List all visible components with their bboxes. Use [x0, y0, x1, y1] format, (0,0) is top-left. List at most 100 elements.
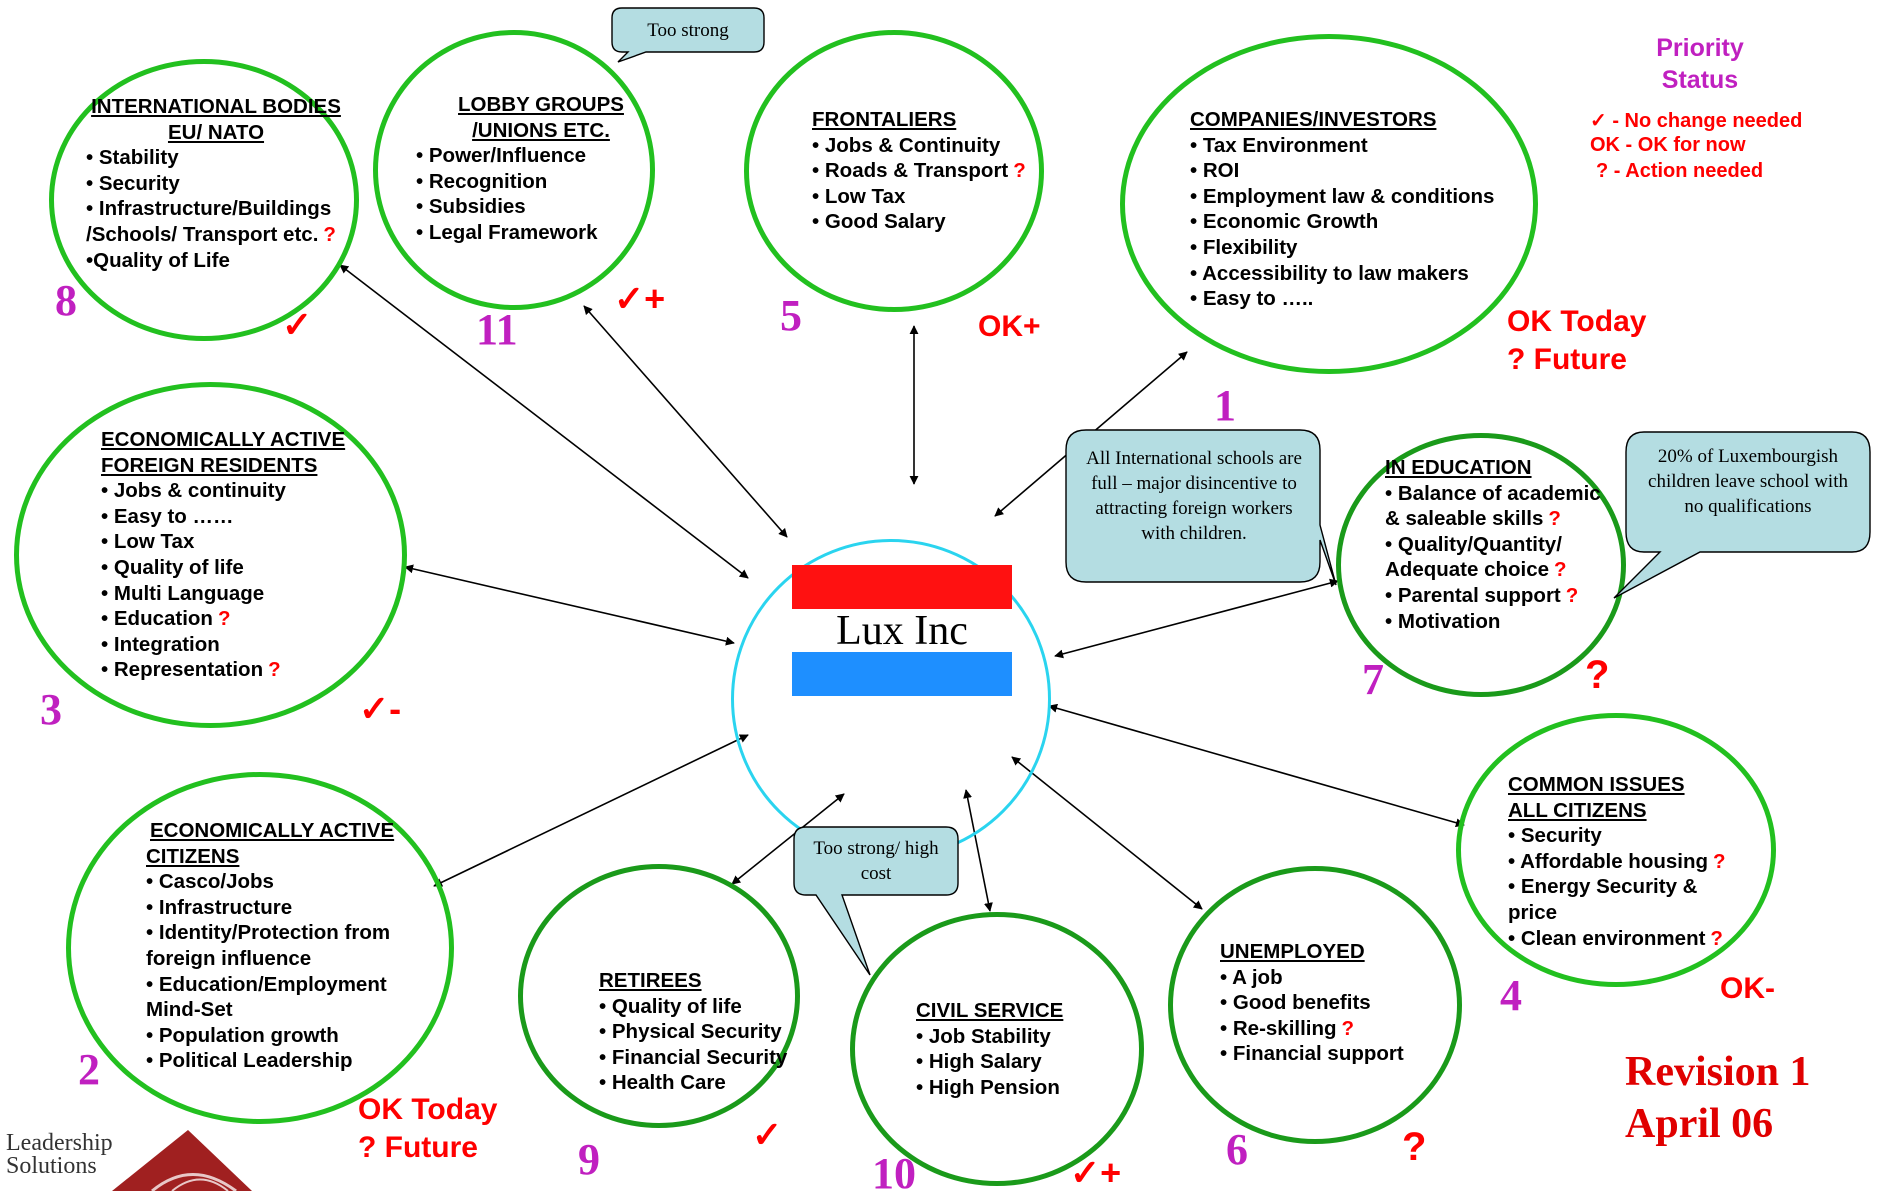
- title-common-2: ALL CITIZENS: [1508, 798, 1647, 822]
- title-lobby-1: LOBBY GROUPS: [458, 93, 624, 116]
- list-item: • Good benefits: [1220, 991, 1371, 1015]
- list-item: • A job: [1220, 965, 1283, 989]
- title-civil: CIVIL SERVICE: [916, 999, 1064, 1022]
- status-education: ?: [1585, 653, 1610, 697]
- status-frontaliers: OK+: [978, 310, 1041, 343]
- callout-lobby-shape: [611, 7, 765, 63]
- content-retirees: RETIREES • Quality of life • Physical Se…: [599, 968, 787, 1096]
- arrow-unemployed: [1011, 756, 1203, 910]
- number-companies: 1: [1214, 381, 1236, 430]
- list-item: • Security: [86, 171, 180, 195]
- list-item: • Low Tax: [101, 530, 195, 554]
- content-companies: COMPANIES/INVESTORS • Tax Environment • …: [1190, 107, 1494, 312]
- logo-text: Leadership Solutions: [6, 1131, 113, 1179]
- status-retirees: ✓: [752, 1114, 783, 1155]
- legend-title-line1: Priority: [1656, 34, 1744, 62]
- list-item: •Quality of Life: [86, 248, 230, 272]
- status-lobby: ✓+: [614, 278, 666, 319]
- list-item: • Recognition: [416, 169, 548, 193]
- node-international-bodies: [49, 59, 359, 341]
- callout-lobby-text: Too strong: [647, 20, 729, 41]
- list-item: • Infrastructure: [146, 895, 293, 919]
- content-civil: CIVIL SERVICE • Job Stability • High Sal…: [916, 998, 1063, 1100]
- list-item: • Parental support: [1385, 583, 1561, 607]
- flag-blue-stripe: [792, 652, 1012, 696]
- content-citizens: ECONOMICALLY ACTIVE CITIZENS • Casco/Job…: [146, 818, 394, 1074]
- content-foreign: ECONOMICALLY ACTIVE FOREIGN RESIDENTS • …: [101, 427, 345, 683]
- node-unemployed: [1168, 866, 1462, 1144]
- list-item: • Clean environment: [1508, 926, 1706, 950]
- list-item: • Flexibility: [1190, 235, 1298, 259]
- arrow-common: [1048, 703, 1465, 828]
- arrow-lobby: [583, 305, 788, 538]
- list-item: • Energy Security &: [1508, 875, 1698, 899]
- list-item: • Balance of academic: [1385, 481, 1601, 505]
- list-item: • Physical Security: [599, 1020, 782, 1044]
- list-item: • Financial Security: [599, 1045, 788, 1069]
- list-item: • Quality of life: [599, 994, 742, 1018]
- action-mark: ?: [1013, 159, 1026, 183]
- list-item: • Political Leadership: [146, 1049, 353, 1073]
- status-companies-1: OK Today: [1507, 305, 1647, 338]
- content-international: INTERNATIONAL BODIES EU/ NATO • Stabilit…: [86, 94, 346, 273]
- list-item: • Employment law & conditions: [1190, 184, 1495, 208]
- list-item: • High Salary: [916, 1050, 1042, 1074]
- arrow-education: [1054, 578, 1339, 659]
- title-citizens-2: CITIZENS: [146, 844, 240, 868]
- number-frontaliers: 5: [780, 291, 802, 340]
- title-citizens-1: ECONOMICALLY ACTIVE: [150, 819, 395, 842]
- status-companies-2: ? Future: [1507, 343, 1627, 376]
- node-lobby-groups: [373, 30, 655, 310]
- title-frontaliers: FRONTALIERS: [812, 108, 957, 131]
- list-item: • Education: [101, 607, 213, 631]
- node-companies-investors: [1120, 34, 1538, 374]
- legend-item-no-change: ✓ - No change needed: [1590, 110, 1803, 132]
- list-item: • High Pension: [916, 1075, 1060, 1099]
- list-item: • Affordable housing: [1508, 849, 1709, 873]
- revision-line2: April 06: [1625, 1101, 1774, 1147]
- action-mark: ?: [1548, 507, 1561, 531]
- list-item: Mind-Set: [146, 998, 233, 1022]
- action-mark: ?: [1710, 926, 1723, 950]
- list-item: • Stability: [86, 146, 179, 170]
- title-companies: COMPANIES/INVESTORS: [1190, 108, 1437, 131]
- list-item: • Accessibility to law makers: [1190, 261, 1469, 285]
- callout-luxembourgish-shape: [1613, 431, 1871, 599]
- action-mark: ?: [323, 222, 336, 246]
- list-item: • Roads & Transport: [812, 159, 1009, 183]
- list-item: • Legal Framework: [416, 220, 598, 244]
- logo-line2: Solutions: [6, 1153, 97, 1179]
- status-civil: ✓+: [1070, 1152, 1122, 1191]
- content-frontaliers: FRONTALIERS • Jobs & Continuity • Roads …: [812, 107, 1026, 235]
- list-item: • Infrastructure/Buildings: [86, 197, 332, 221]
- callout-schools-text: All International schools are full – maj…: [1086, 448, 1302, 544]
- action-mark: ?: [217, 607, 231, 631]
- revision-line1: Revision 1: [1625, 1049, 1811, 1095]
- list-item: • Integration: [101, 632, 220, 656]
- list-item: • Economic Growth: [1190, 210, 1379, 234]
- node-foreign-residents: [14, 382, 407, 728]
- number-unemployed: 6: [1226, 1125, 1248, 1174]
- title-education: IN EDUCATION: [1385, 456, 1532, 479]
- list-item: • Identity/Protection from: [146, 921, 391, 945]
- list-item: price: [1508, 900, 1557, 924]
- list-item: • Job Stability: [916, 1024, 1051, 1048]
- number-civil: 10: [872, 1149, 916, 1191]
- title-retirees: RETIREES: [599, 969, 702, 992]
- list-item: • Power/Influence: [416, 144, 587, 168]
- number-citizens: 2: [78, 1045, 100, 1094]
- status-citizens-2: ? Future: [358, 1131, 478, 1164]
- number-common: 4: [1500, 971, 1522, 1020]
- content-lobby: LOBBY GROUPS /UNIONS ETC. • Power/Influe…: [416, 92, 666, 246]
- title-international-2: EU/ NATO: [167, 120, 265, 144]
- arrow-foreign: [404, 564, 735, 646]
- status-citizens-1: OK Today: [358, 1093, 498, 1126]
- number-retirees: 9: [578, 1135, 600, 1184]
- action-mark: ?: [1713, 849, 1726, 873]
- callout-schools-shape: [1065, 429, 1337, 586]
- callout-luxembourgish-text: 20% of Luxembourgish children leave scho…: [1648, 446, 1848, 517]
- list-item: • Security: [1508, 824, 1602, 848]
